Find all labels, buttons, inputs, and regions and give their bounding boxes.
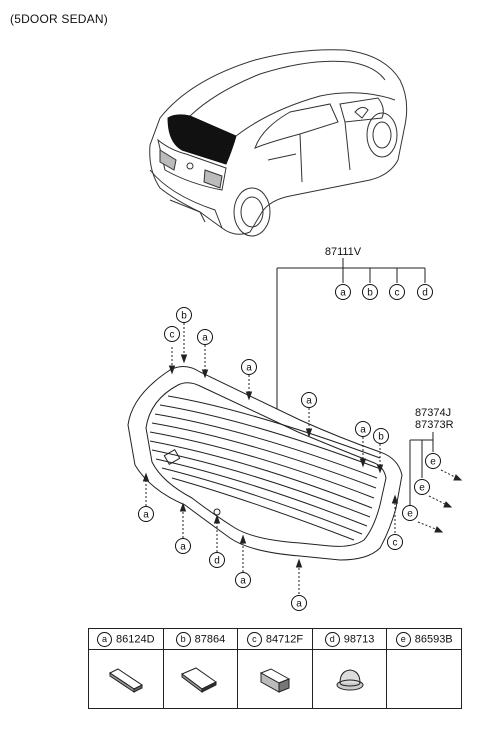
parts-table-icon-row bbox=[88, 649, 462, 709]
part-number: 84712F bbox=[265, 633, 304, 645]
molding-part-number-2: 87373R bbox=[415, 419, 454, 431]
icon-cell-d bbox=[311, 649, 388, 709]
block-spacer-icon bbox=[259, 668, 291, 693]
car-illustration bbox=[149, 49, 408, 237]
callout-a-6: a bbox=[175, 538, 191, 554]
icon-cell-e bbox=[386, 649, 462, 709]
svg-text:b: b bbox=[367, 288, 373, 299]
svg-text:e: e bbox=[407, 509, 413, 520]
part-number: 98713 bbox=[343, 633, 375, 645]
svg-text:c: c bbox=[170, 330, 175, 341]
callout-e-2: e bbox=[414, 479, 430, 495]
svg-text:c: c bbox=[395, 288, 400, 299]
plug-cap-icon bbox=[336, 669, 364, 691]
assembly-letter-c: c bbox=[389, 284, 405, 300]
tape-strip-icon bbox=[108, 668, 143, 693]
svg-text:a: a bbox=[360, 425, 366, 436]
svg-text:e: e bbox=[419, 483, 425, 494]
part-letter: c bbox=[246, 631, 262, 647]
svg-text:a: a bbox=[202, 333, 208, 344]
assembly-letter-d: d bbox=[417, 284, 433, 300]
callout-c-1: c bbox=[164, 326, 180, 342]
icon-cell-c bbox=[237, 649, 313, 709]
svg-text:e: e bbox=[430, 457, 436, 468]
svg-text:a: a bbox=[340, 288, 346, 299]
icon-cell-a bbox=[88, 649, 164, 709]
callout-a-4: a bbox=[355, 421, 371, 437]
callout-d-1: d bbox=[209, 552, 225, 568]
part-letter: b bbox=[175, 631, 191, 647]
svg-text:b: b bbox=[181, 311, 187, 322]
callout-b-1: b bbox=[176, 307, 192, 323]
svg-text:d: d bbox=[422, 288, 428, 299]
callout-e-1: e bbox=[425, 453, 441, 469]
part-letter: e bbox=[395, 631, 411, 647]
svg-text:a: a bbox=[306, 396, 312, 407]
part-letter: d bbox=[324, 631, 340, 647]
svg-text:a: a bbox=[240, 576, 246, 587]
icon-cell-b bbox=[162, 649, 239, 709]
part-number: 86593B bbox=[414, 633, 453, 645]
assembly-callout bbox=[276, 258, 426, 420]
part-number: 86124D bbox=[116, 633, 155, 645]
pad-icon bbox=[181, 667, 218, 693]
svg-text:a: a bbox=[296, 599, 302, 610]
assembly-part-number: 87111V bbox=[325, 246, 362, 258]
svg-text:a: a bbox=[180, 542, 186, 553]
callout-a-1: a bbox=[197, 329, 213, 345]
callout-c-2: c bbox=[387, 534, 403, 550]
svg-text:d: d bbox=[214, 556, 220, 567]
part-number: 87864 bbox=[194, 633, 226, 645]
svg-text:b: b bbox=[378, 432, 384, 443]
part-letter: a bbox=[97, 631, 113, 647]
leader-lines bbox=[142, 323, 463, 594]
molding-part-number-1: 87374J bbox=[415, 407, 451, 419]
callout-a-5: a bbox=[138, 506, 154, 522]
callout-e-3: e bbox=[402, 505, 418, 521]
callout-a-3: a bbox=[301, 392, 317, 408]
callout-a-7: a bbox=[235, 572, 251, 588]
rear-glass-panel bbox=[127, 366, 403, 561]
callout-a-8: a bbox=[291, 595, 307, 611]
assembly-letter-a: a bbox=[335, 284, 351, 300]
page-title: (5DOOR SEDAN) bbox=[10, 12, 108, 26]
svg-text:a: a bbox=[143, 510, 149, 521]
svg-text:c: c bbox=[393, 538, 398, 549]
callout-b-2: b bbox=[373, 428, 389, 444]
callout-a-2: a bbox=[241, 359, 257, 375]
svg-text:a: a bbox=[246, 363, 252, 374]
assembly-letter-b: b bbox=[362, 284, 378, 300]
